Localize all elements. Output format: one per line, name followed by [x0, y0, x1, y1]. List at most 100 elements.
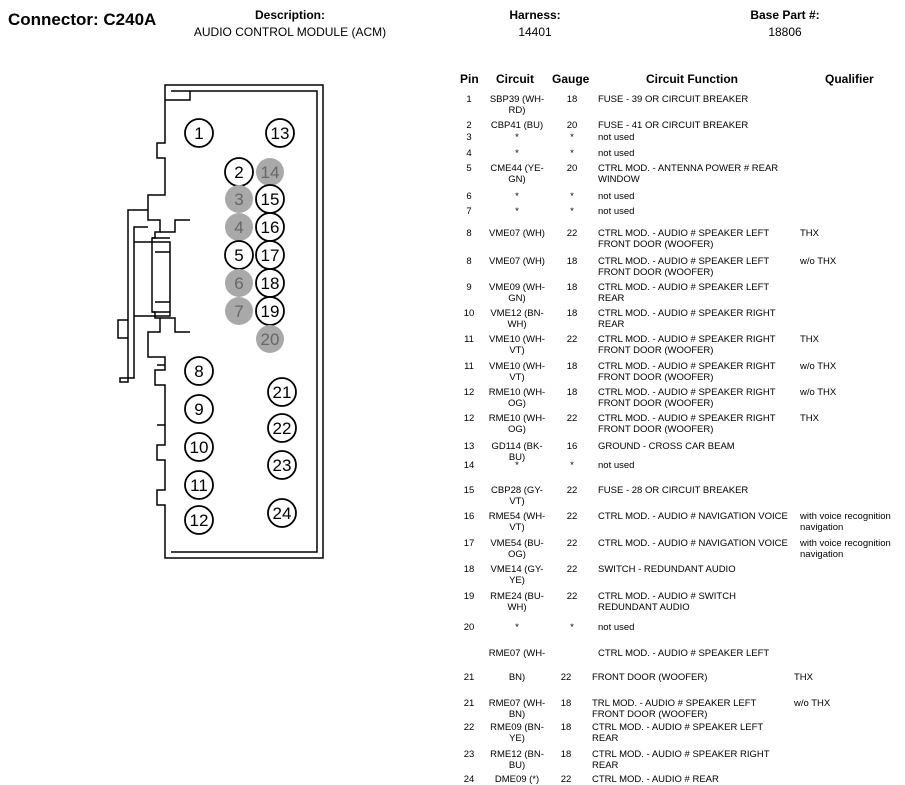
cell-circuit: *	[515, 460, 519, 471]
pin-circle	[184, 432, 214, 462]
pin-circle	[184, 470, 214, 500]
cell-gauge: *	[570, 148, 574, 159]
cell-gauge: 16	[566, 441, 578, 452]
cell-circuit: CBP28 (GY-VT)	[491, 485, 543, 507]
pin-3: 3	[225, 185, 253, 213]
cell-qualifier: w/o THX	[794, 698, 831, 709]
cell-gauge: 18	[566, 282, 578, 293]
cell-pin: 5	[466, 163, 472, 174]
pin-circle	[184, 356, 214, 386]
cell-function: FUSE - 39 OR CIRCUIT BREAKER	[598, 94, 749, 105]
pin-5: 5	[224, 240, 254, 270]
pin-number: 18	[261, 274, 280, 293]
pin-number: 14	[261, 163, 280, 182]
pin-6: 6	[225, 269, 253, 297]
pin-number: 22	[273, 419, 292, 438]
harness-title: Harness:	[509, 8, 561, 22]
cell-circuit: VME12 (BN-WH)	[490, 308, 544, 330]
cell-function: CTRL MOD. - AUDIO # SPEAKER RIGHT FRONT …	[598, 413, 776, 435]
cell-circuit: RME12 (BN-BU)	[490, 749, 544, 771]
cell-circuit: VME14 (GY-YE)	[490, 564, 544, 586]
cell-gauge: 22	[566, 228, 578, 239]
pin-8: 8	[184, 356, 214, 386]
cell-circuit: DME09 (*)	[494, 774, 540, 785]
column-header-gauge: Gauge	[552, 72, 590, 86]
cell-function: CTRL MOD. - AUDIO # SPEAKER LEFT	[598, 648, 770, 659]
cell-gauge: 22	[560, 774, 572, 785]
cell-qualifier: with voice recognition navigation	[800, 511, 891, 533]
cell-gauge: *	[570, 622, 574, 633]
base-part-block: Base Part #: 18806	[710, 7, 860, 41]
cell-gauge: *	[570, 191, 574, 202]
pin-number: 3	[234, 190, 243, 209]
cell-circuit: RME54 (WH-VT)	[488, 511, 546, 533]
cell-qualifier: THX	[800, 228, 819, 239]
pin-12: 12	[184, 505, 214, 535]
column-header-function: Circuit Function	[646, 72, 738, 86]
pin-number: 7	[234, 302, 243, 321]
cell-gauge: 22	[566, 538, 578, 549]
cell-pin: 8	[466, 256, 472, 267]
cell-function: TRL MOD. - AUDIO # SPEAKER LEFT FRONT DO…	[592, 698, 757, 720]
pin-number: 2	[234, 163, 243, 182]
cell-circuit: SBP39 (WH-RD)	[489, 94, 545, 116]
cell-pin: 12	[463, 387, 475, 398]
cell-circuit: VME10 (WH-VT)	[489, 361, 545, 383]
cell-circuit: *	[515, 148, 519, 159]
cell-circuit: GD114 (BK-BU)	[491, 441, 543, 463]
pin-number: 15	[261, 190, 280, 209]
pin-number: 19	[261, 302, 280, 321]
pin-circle	[256, 325, 284, 353]
pin-7: 7	[225, 297, 253, 325]
cell-function: GROUND - CROSS CAR BEAM	[598, 441, 735, 452]
pin-circle	[267, 377, 297, 407]
cell-qualifier: w/o THX	[800, 256, 837, 267]
cell-gauge: 18	[566, 308, 578, 319]
cell-gauge: 20	[566, 163, 578, 174]
cell-circuit: VME54 (BU-OG)	[490, 538, 544, 560]
pin-number: 20	[261, 330, 280, 349]
harness-value: 14401	[518, 25, 552, 39]
cell-gauge: *	[570, 460, 574, 471]
pin-circle	[265, 118, 295, 148]
cell-qualifier: THX	[794, 672, 813, 683]
base-part-value: 18806	[768, 25, 802, 39]
cell-circuit: RME10 (WH-OG)	[488, 413, 546, 435]
description-title: Description:	[254, 8, 325, 22]
pin-number: 11	[190, 476, 208, 495]
cell-gauge: 22	[566, 413, 578, 424]
cell-pin: 3	[466, 132, 472, 143]
cell-function: SWITCH - REDUNDANT AUDIO	[598, 564, 736, 575]
cell-qualifier: w/o THX	[800, 361, 837, 372]
pin-20: 20	[256, 325, 284, 353]
pin-10: 10	[184, 432, 214, 462]
cell-gauge: 18	[560, 722, 572, 733]
cell-function: not used	[598, 460, 635, 471]
cell-function: FUSE - 41 OR CIRCUIT BREAKER	[598, 120, 749, 131]
pin-4: 4	[225, 213, 253, 241]
column-header-qualifier: Qualifier	[825, 72, 874, 86]
cell-gauge: 22	[566, 485, 578, 496]
pin-number: 16	[261, 218, 280, 237]
cell-gauge: 18	[566, 256, 578, 267]
cell-function: CTRL MOD. - AUDIO # SPEAKER LEFT FRONT D…	[598, 256, 770, 278]
cell-pin: 21	[463, 672, 475, 683]
cell-gauge: 18	[560, 749, 572, 760]
cell-pin: 18	[463, 564, 475, 575]
pin-circle	[184, 394, 214, 424]
pin-23: 23	[267, 450, 297, 480]
cell-gauge: 18	[566, 387, 578, 398]
pin-number: 24	[273, 504, 292, 523]
cell-function: CTRL MOD. - AUDIO # SPEAKER LEFT FRONT D…	[598, 228, 770, 250]
cell-circuit: CBP41 (BU)	[490, 120, 544, 131]
pin-21: 21	[267, 377, 297, 407]
pin-number: 13	[271, 124, 290, 143]
base-part-title: Base Part #:	[750, 8, 820, 22]
pin-circle	[267, 413, 297, 443]
pin-number: 6	[234, 274, 243, 293]
cell-circuit: RME10 (WH-OG)	[488, 387, 546, 409]
pin-19: 19	[255, 296, 285, 326]
description-block: Description: AUDIO CONTROL MODULE (ACM)	[170, 7, 410, 41]
cell-pin: 21	[463, 698, 475, 709]
